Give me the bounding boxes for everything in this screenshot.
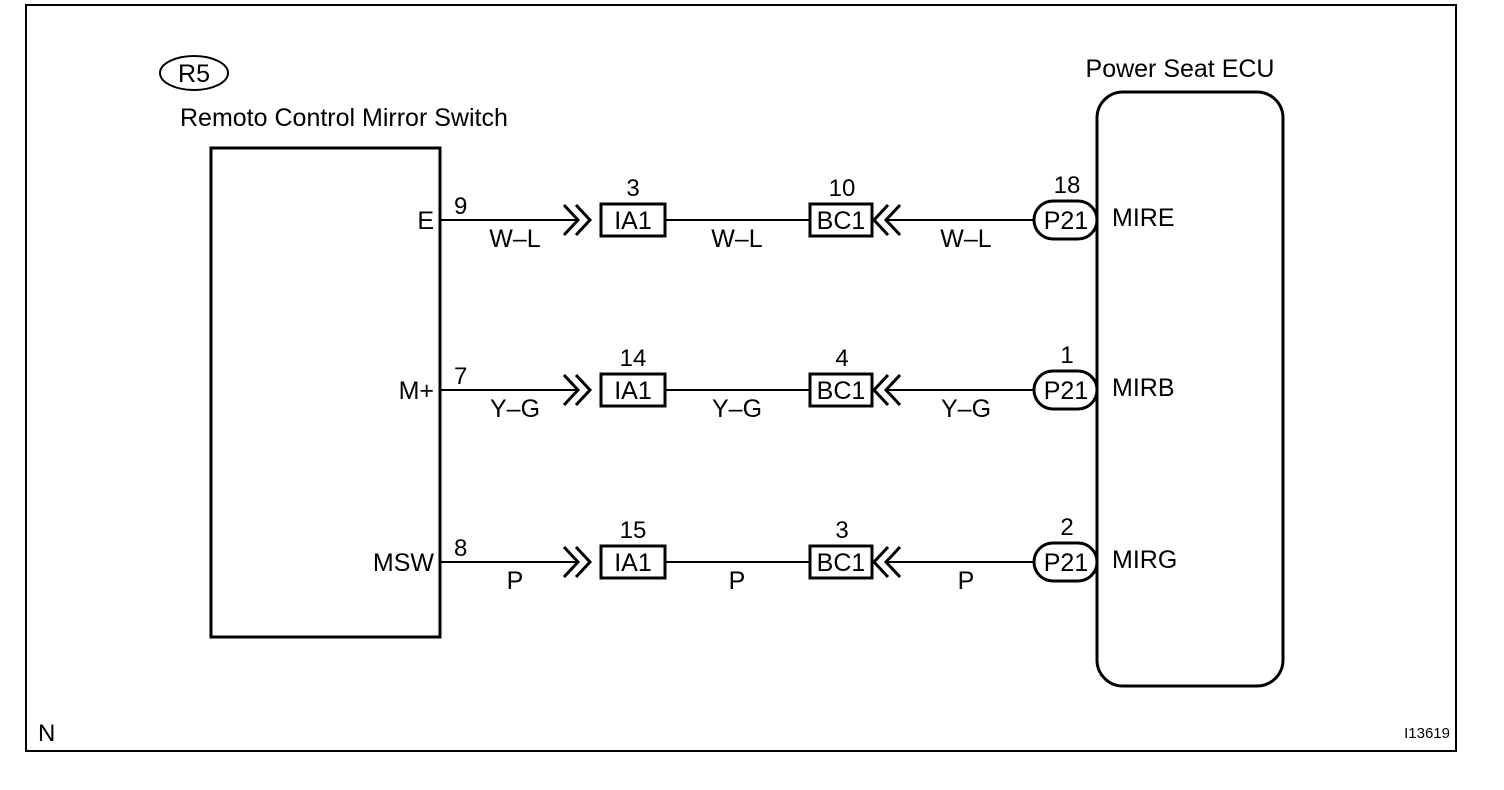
connector-bc1-box <box>808 544 874 580</box>
connector-bc1-label: BC1 <box>817 549 866 577</box>
wire-color-label: Y–G <box>712 395 762 423</box>
wire-color-label: Y–G <box>941 395 991 423</box>
ecu-connector-pin: 1 <box>1060 342 1073 369</box>
ecu-name: Power Seat ECU <box>1086 55 1275 83</box>
circuits: E9W–LIA13W–LBC110W–LP2118MIREM+7Y–GIA114… <box>373 172 1177 595</box>
ecu-connector-p21 <box>1032 541 1099 583</box>
connector-ia1-label: IA1 <box>614 549 652 577</box>
switch-terminal-label: E <box>417 207 434 235</box>
connector-chevron <box>574 203 593 237</box>
wire-color-label: W–L <box>711 225 763 253</box>
connector-chevron <box>871 545 890 579</box>
wire-color-label: Y–G <box>490 395 540 423</box>
figure-code: I13619 <box>1404 725 1450 742</box>
connector-bc1-pin: 4 <box>835 345 848 372</box>
connector-chevron <box>562 545 581 579</box>
connector-bc1-label: BC1 <box>817 377 866 405</box>
switch-terminal-label: M+ <box>399 377 434 405</box>
footer-left-code: N <box>38 720 55 747</box>
switch-pin-number: 7 <box>454 363 467 390</box>
ecu-connector-label: P21 <box>1044 207 1088 235</box>
component-id-oval <box>159 55 229 91</box>
ecu-terminal-label: MIRG <box>1112 546 1177 574</box>
switch-name: Remoto Control Mirror Switch <box>180 104 508 132</box>
ecu-terminal-label: MIRB <box>1112 374 1175 402</box>
connector-ia1-pin: 15 <box>620 517 647 544</box>
connector-bc1-pin: 3 <box>835 517 848 544</box>
wire-color-label: P <box>729 567 746 595</box>
switch-body <box>209 146 442 639</box>
diagram-frame <box>25 4 1457 752</box>
connector-ia1-box <box>599 544 667 580</box>
connector-bc1-box <box>808 372 874 408</box>
connector-bc1-box <box>808 202 874 238</box>
wire-color-label: P <box>958 567 975 595</box>
wire-color-label: W–L <box>940 225 992 253</box>
ecu-connector-pin: 18 <box>1054 172 1081 199</box>
connector-ia1-pin: 14 <box>620 345 647 372</box>
ecu-connector-pin: 2 <box>1060 514 1073 541</box>
connector-bc1-label: BC1 <box>817 207 866 235</box>
connector-ia1-label: IA1 <box>614 377 652 405</box>
ecu-connector-p21 <box>1032 369 1099 411</box>
connector-chevron <box>574 545 593 579</box>
switch-pin-number: 9 <box>454 193 467 220</box>
connector-ia1-label: IA1 <box>614 207 652 235</box>
ecu-terminal-label: MIRE <box>1112 204 1175 232</box>
connector-chevron <box>574 373 593 407</box>
connector-chevron <box>562 203 581 237</box>
ecu-connector-label: P21 <box>1044 549 1088 577</box>
connector-chevron <box>871 373 890 407</box>
component-id-label: R5 <box>178 60 210 88</box>
connector-ia1-pin: 3 <box>626 175 639 202</box>
wire-color-label: W–L <box>489 225 541 253</box>
connector-bc1-pin: 10 <box>829 175 856 202</box>
switch-pin-number: 8 <box>454 535 467 562</box>
ecu-connector-p21 <box>1032 199 1099 241</box>
connector-chevron <box>562 373 581 407</box>
switch-terminal-label: MSW <box>373 549 435 577</box>
wire-color-label: P <box>507 567 524 595</box>
connector-ia1-box <box>599 202 667 238</box>
ecu-connector-label: P21 <box>1044 377 1088 405</box>
connector-chevron <box>871 203 890 237</box>
